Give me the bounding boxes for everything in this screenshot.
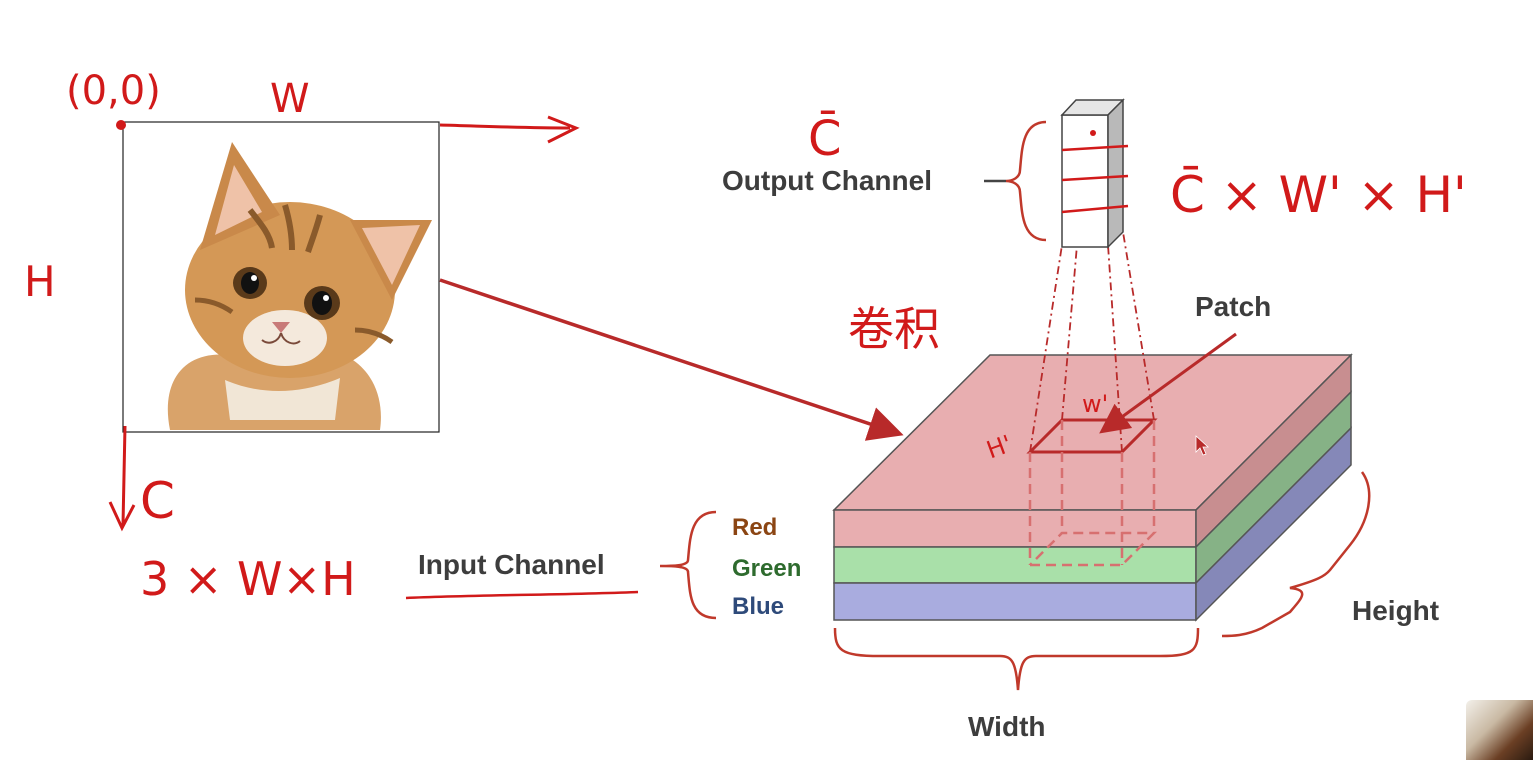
input-channel-underline	[405, 590, 639, 600]
height-symbol: H	[24, 257, 56, 306]
green-channel-label: Green	[732, 555, 801, 582]
origin-dot	[116, 120, 126, 130]
output-c-annotation: C̄	[808, 110, 842, 167]
output-shape-annotation: C̄ × W' × H'	[1170, 165, 1467, 224]
channel-axis-arrow	[108, 425, 136, 532]
output-column	[1060, 98, 1129, 249]
height-label: Height	[1352, 595, 1439, 626]
origin-annotation: (0,0)	[66, 68, 161, 114]
blue-channel-label: Blue	[732, 593, 784, 620]
input-shape-annotation: 3 × W×H	[140, 552, 356, 606]
channel-symbol: C	[140, 472, 175, 530]
output-channel-brace	[1005, 120, 1047, 242]
image-to-tensor-arrow	[439, 278, 904, 441]
height-brace	[1221, 471, 1371, 638]
mouse-cursor-icon	[1195, 435, 1210, 456]
projection-lines	[1029, 231, 1155, 453]
width-label: Width	[968, 711, 1046, 742]
width-axis-arrow	[439, 115, 580, 144]
input-channel-brace	[659, 510, 717, 620]
red-channel-label: Red	[732, 514, 777, 541]
output-channel-label: Output Channel	[722, 165, 932, 196]
patch-width-annotation: w'	[1082, 390, 1108, 418]
width-brace	[833, 627, 1200, 691]
patch-label: Patch	[1195, 291, 1271, 322]
width-symbol: W	[270, 76, 310, 122]
webcam-thumbnail	[1466, 700, 1533, 760]
cat-image	[122, 121, 440, 433]
convolution-annotation: 卷积	[848, 302, 940, 356]
input-tensor-block	[832, 353, 1353, 622]
patch-arrow	[1099, 332, 1237, 434]
input-channel-label: Input Channel	[418, 549, 605, 580]
